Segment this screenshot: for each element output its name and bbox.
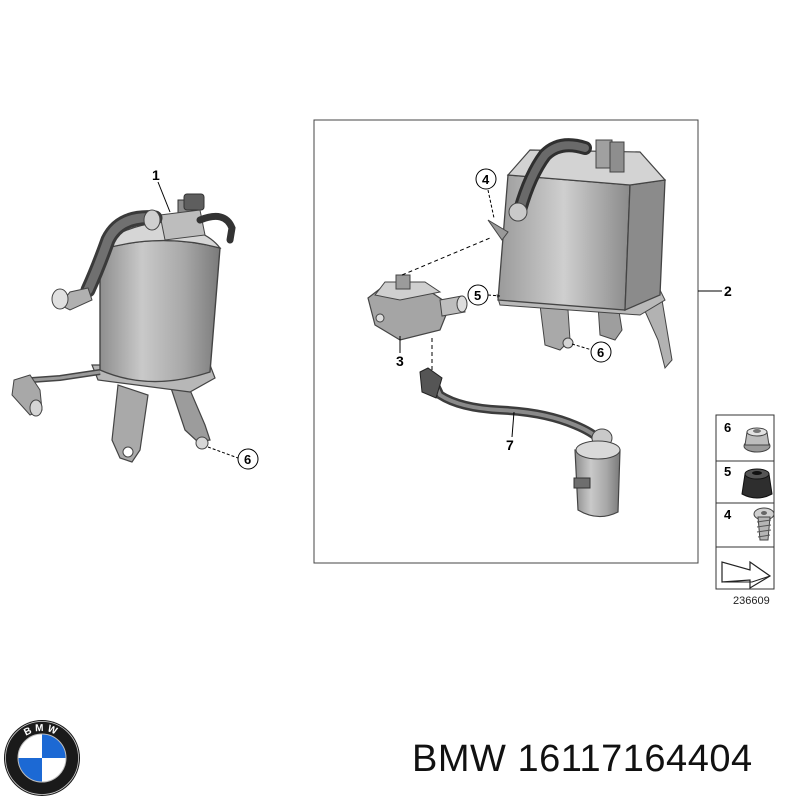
callout-3: 3: [396, 353, 404, 369]
leader-line-5: [487, 294, 501, 297]
callout-5: 5: [474, 288, 481, 303]
canister-assembly-left: [11, 193, 236, 463]
air-filter: [573, 440, 621, 518]
nut-icon: [743, 427, 771, 453]
callout-7: 7: [506, 437, 514, 453]
assembly-frame: [313, 119, 699, 564]
leader-line-6-left: [207, 446, 239, 459]
canister-assembly-right: [487, 138, 673, 370]
callout-4: 4: [482, 172, 490, 187]
legend-number-5: 5: [724, 464, 731, 479]
callout-1: 1: [152, 167, 160, 183]
rubber-grommet-icon: [741, 468, 773, 499]
part-caption: BMW 16117164404: [412, 738, 753, 781]
legend-number-6: 6: [724, 420, 731, 435]
callout-2: 2: [724, 283, 732, 299]
leader-valve-canister: [401, 237, 491, 276]
arrow-forward-icon: [721, 560, 772, 590]
leader-line-1: [157, 181, 171, 213]
legend-panel: 6 5 4: [715, 414, 775, 590]
leader-line-7: [511, 411, 515, 438]
figure-number: 236609: [733, 595, 770, 607]
callout-circle-4: [475, 168, 497, 190]
logo-text: BMW: [22, 723, 61, 739]
purge-valve: [367, 274, 468, 341]
callout-6-right: 6: [597, 345, 604, 360]
callout-6-left: 6: [244, 452, 251, 467]
screw-icon: [753, 507, 775, 541]
caption-part-number: 16117164404: [517, 738, 753, 780]
legend-number-4: 4: [724, 507, 732, 522]
leader-line-6-right: [571, 343, 593, 351]
leader-line-4: [487, 189, 495, 219]
callout-circle-6-left: [237, 448, 259, 470]
callout-circle-6-right: [590, 341, 612, 363]
bmw-roundel-icon: BMW: [4, 720, 80, 796]
caption-brand: BMW: [412, 738, 507, 780]
vent-hose: [419, 367, 613, 448]
